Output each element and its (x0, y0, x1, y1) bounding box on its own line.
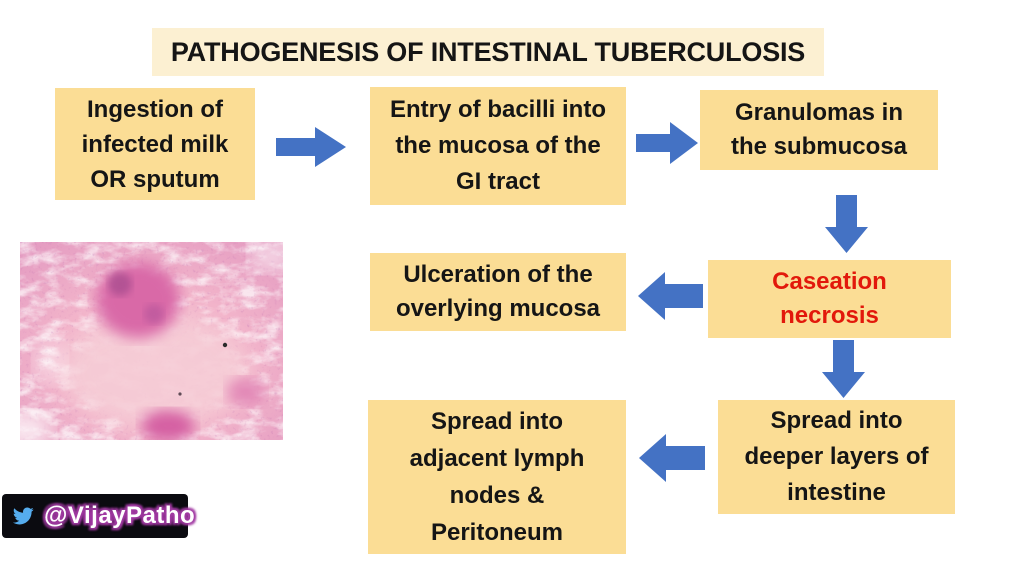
flow-box-granulomas: Granulomas in the submucosa (700, 90, 938, 170)
down-arrow-icon (825, 195, 868, 253)
flow-box-spread-lymph-nodes: Spread into adjacent lymph nodes & Perit… (368, 400, 626, 554)
histology-micrograph (20, 242, 283, 440)
flow-box-spread-deeper-layers: Spread into deeper layers of intestine (718, 400, 955, 514)
left-arrow-icon (638, 272, 703, 320)
twitter-handle: @VijayPatho (44, 502, 196, 529)
down-arrow-icon (822, 340, 865, 398)
flow-box-entry-of-bacilli: Entry of bacilli into the mucosa of the … (370, 87, 626, 205)
slide-title: PATHOGENESIS OF INTESTINAL TUBERCULOSIS (152, 28, 824, 76)
watermark-badge: @VijayPatho (2, 494, 195, 538)
left-arrow-icon (639, 434, 705, 482)
right-arrow-icon (636, 122, 698, 164)
flow-box-ulceration: Ulceration of the overlying mucosa (370, 253, 626, 331)
flow-box-ingestion: Ingestion of infected milk OR sputum (55, 88, 255, 200)
twitter-bird-icon (12, 507, 34, 525)
flow-box-caseation-necrosis: Caseation necrosis (708, 260, 951, 338)
right-arrow-icon (276, 127, 346, 167)
